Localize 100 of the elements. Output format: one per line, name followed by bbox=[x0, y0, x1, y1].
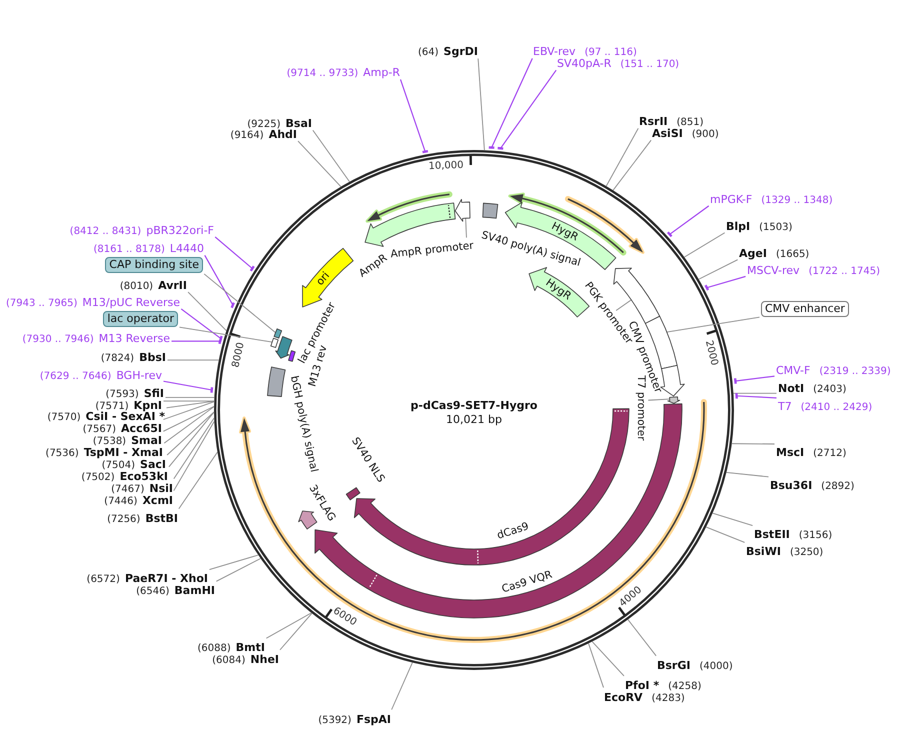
leader-line bbox=[733, 392, 777, 394]
primer-position: (8412 .. 8431) bbox=[70, 226, 142, 237]
promoter-feature bbox=[667, 396, 680, 404]
cut-site-position: (7570) bbox=[47, 412, 81, 423]
leader-line bbox=[391, 662, 413, 710]
feature-tag: CMV enhancer bbox=[761, 301, 849, 317]
cut-site-position: (7571) bbox=[95, 401, 129, 412]
cut-site-position: (7538) bbox=[92, 436, 126, 447]
enzyme-name: BbsI bbox=[139, 351, 166, 364]
leader-line bbox=[616, 299, 632, 311]
enzyme-name: Bsu36I bbox=[770, 479, 812, 492]
primer-name: EBV-rev bbox=[533, 45, 576, 58]
primer-leader-line bbox=[497, 70, 557, 150]
enzyme-name: BmtI bbox=[236, 641, 265, 654]
cut-site-position: (2892) bbox=[821, 481, 854, 492]
leader-line bbox=[588, 642, 604, 688]
primer-leader-line bbox=[162, 380, 214, 394]
enzyme-name: BsiWI bbox=[746, 545, 781, 558]
enzyme-name: EcoRV bbox=[604, 691, 643, 704]
leader-line bbox=[178, 452, 218, 510]
primer-position: (8161 .. 8178) bbox=[93, 244, 165, 255]
enzyme-name: BsaI bbox=[286, 117, 312, 130]
primer-leader-line bbox=[734, 376, 776, 384]
primer-position: (7930 .. 7946) bbox=[22, 334, 94, 345]
leader-line bbox=[173, 420, 215, 492]
enzyme-name: SgrDI bbox=[444, 45, 478, 58]
leader-line bbox=[627, 619, 657, 656]
leader-line bbox=[162, 401, 215, 420]
cut-site-position: (7446) bbox=[104, 496, 138, 507]
leader-line bbox=[164, 406, 214, 444]
enzyme-name: NheI bbox=[250, 653, 279, 666]
leader-line bbox=[266, 612, 312, 639]
cut-site-position: (4000) bbox=[699, 661, 733, 672]
feature-tag: CAP binding site bbox=[105, 257, 203, 273]
cut-site-position: (7502) bbox=[81, 472, 115, 483]
leader-line bbox=[165, 397, 215, 398]
cut-site-position: (1665) bbox=[776, 249, 810, 260]
leader-line bbox=[666, 316, 760, 333]
enzyme-name: RsrII bbox=[639, 115, 668, 128]
leader-line bbox=[209, 554, 259, 570]
primer-leader-line bbox=[488, 58, 533, 149]
primer-position: (2410 .. 2429) bbox=[800, 402, 872, 413]
leader-line bbox=[280, 612, 312, 650]
cut-site-position: (6546) bbox=[136, 586, 170, 597]
primer-position: (7629 .. 7646) bbox=[40, 371, 112, 382]
primer-position: (1329 .. 1348) bbox=[761, 195, 833, 206]
enzyme-name: Eco53kI bbox=[120, 470, 168, 483]
primer-name: pBR322ori-F bbox=[146, 224, 214, 237]
enzyme-name: BlpI bbox=[726, 220, 750, 233]
leader-line bbox=[698, 259, 738, 280]
primer-name: M13/pUC Reverse bbox=[82, 296, 180, 309]
leader-line bbox=[162, 406, 214, 432]
leader-line bbox=[478, 58, 485, 151]
map-title: p-dCas9-SET7-Hygro bbox=[410, 399, 538, 412]
primer-leader-line bbox=[704, 276, 746, 291]
feature-label: dCas9 bbox=[496, 520, 530, 542]
cut-site-position: (7824) bbox=[100, 353, 134, 364]
leader-line bbox=[712, 512, 754, 526]
cut-site-position: (9225) bbox=[247, 119, 281, 130]
leader-line bbox=[188, 292, 227, 332]
cut-site-position: (900) bbox=[692, 129, 719, 140]
cut-site-position: (7504) bbox=[102, 460, 136, 471]
leader-line bbox=[179, 326, 273, 342]
cut-site-position: (7256) bbox=[107, 514, 140, 525]
enzyme-name: SmaI bbox=[131, 434, 162, 447]
enzyme-name: PfoI * bbox=[625, 679, 660, 692]
primer-name: M13 Reverse bbox=[98, 332, 170, 345]
leader-line bbox=[592, 641, 624, 676]
leader-line bbox=[166, 411, 214, 456]
primer-leader-line bbox=[204, 254, 235, 309]
cut-site-position: (4258) bbox=[668, 681, 702, 692]
cut-site-position: (64) bbox=[418, 47, 439, 58]
cut-site-position: (8010) bbox=[120, 281, 154, 292]
leader-line bbox=[706, 526, 746, 543]
feature-label: Cas9 VQR bbox=[500, 568, 554, 596]
enzyme-name: NotI bbox=[778, 382, 804, 395]
primer-name: MSCV-rev bbox=[747, 264, 800, 277]
enzyme-name: AvrII bbox=[158, 279, 187, 292]
enzyme-name: MscI bbox=[776, 446, 804, 459]
cut-site-position: (3250) bbox=[790, 547, 824, 558]
leader-line bbox=[167, 360, 220, 361]
leader-line bbox=[204, 274, 276, 334]
plasmid-size: 10,021 bp bbox=[446, 413, 502, 426]
primer-position: (9714 .. 9733) bbox=[286, 68, 358, 79]
leader-line bbox=[173, 418, 215, 480]
enzyme-name: KpnI bbox=[134, 399, 162, 412]
cut-site-position: (5392) bbox=[318, 715, 352, 726]
primer-position: (2319 .. 2339) bbox=[819, 366, 891, 377]
primer-name: CMV-F bbox=[776, 364, 810, 377]
primer-position: (1722 .. 1745) bbox=[808, 266, 880, 277]
feature-tag: lac operator bbox=[103, 311, 178, 327]
cut-site-position: (7567) bbox=[82, 424, 116, 435]
primer-leader-line bbox=[214, 236, 255, 272]
enzyme-name: BamHI bbox=[174, 584, 215, 597]
leader-line bbox=[298, 140, 342, 188]
enzyme-name: AgeI bbox=[739, 247, 767, 260]
leader-line bbox=[726, 472, 769, 478]
cut-site-position: (6572) bbox=[86, 574, 120, 585]
leader-line bbox=[216, 558, 262, 582]
leader-line bbox=[612, 140, 652, 191]
